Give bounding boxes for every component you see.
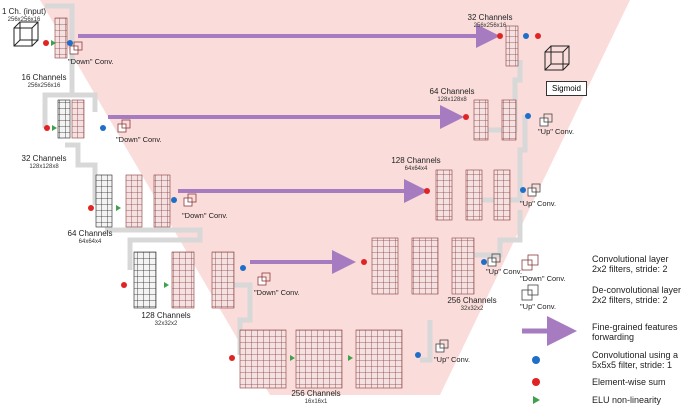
up-conv-icons	[435, 113, 553, 353]
green-triangle	[533, 396, 540, 404]
operation-markers	[43, 33, 541, 361]
legend-down-conv-label: "Down" Conv.	[520, 274, 566, 283]
feature-map	[505, 25, 519, 67]
encoder-level1-dim: 256x256x16	[27, 83, 61, 89]
decoder-level2-dim: 128x128x8	[437, 97, 467, 103]
encoder-level3-dim: 64x64x4	[78, 239, 102, 245]
up-conv-label-4: "Up" Conv.	[434, 355, 471, 364]
feature-map	[95, 174, 113, 228]
green-triangle	[164, 282, 169, 288]
blue-dot	[100, 125, 106, 131]
feature-map	[355, 329, 403, 389]
sigmoid-label: Sigmoid	[552, 84, 581, 93]
down-conv-label-4: "Down" Conv.	[254, 288, 300, 297]
blue-dot	[481, 259, 487, 265]
legend-up-conv-label: "Up" Conv.	[520, 302, 557, 311]
decoder-level1-dim: 256x256x16	[473, 23, 507, 29]
red-dot	[361, 259, 367, 265]
red-dot	[497, 33, 503, 39]
red-dot	[43, 40, 49, 46]
feature-map	[153, 174, 171, 228]
blue-dot	[240, 265, 246, 271]
green-triangle	[290, 355, 295, 361]
encoder-feature-maps	[54, 17, 403, 389]
blue-dot	[520, 187, 526, 193]
sigmoid-box: Sigmoid	[546, 81, 587, 96]
feature-map	[171, 251, 195, 309]
feature-map	[465, 169, 483, 221]
green-triangle	[52, 125, 57, 131]
blue-dot	[171, 197, 177, 203]
v-shape-background	[40, 0, 630, 395]
decoder-feature-maps	[371, 25, 519, 295]
legend-elu-text: ELU non-linearity	[592, 395, 662, 405]
blue-dot	[415, 352, 421, 358]
red-dot	[121, 282, 127, 288]
decoder-level2-channels: 64 Channels	[429, 87, 475, 96]
feature-map	[295, 329, 343, 389]
encoder-level2-channels: 32 Channels	[21, 154, 67, 163]
green-triangle	[116, 205, 121, 211]
red-dot	[88, 205, 94, 211]
feature-map	[493, 169, 511, 221]
blue-dot	[67, 40, 73, 46]
encoder-level2-dim: 128x128x8	[29, 164, 59, 170]
legend-icons	[521, 254, 577, 404]
encoder-level5-dim: 16x16x1	[304, 399, 328, 405]
encoder-level3-channels: 64 Channels	[67, 229, 113, 238]
feature-map	[125, 174, 143, 228]
encoder-level5-channels: 256 Channels	[291, 389, 341, 398]
feature-map	[371, 237, 399, 295]
feature-map	[473, 99, 489, 141]
red-dot	[463, 114, 469, 120]
output-volume	[544, 45, 570, 71]
red-dot	[532, 378, 540, 386]
feature-map	[451, 237, 475, 295]
decoder-level3-dim: 64x64x4	[404, 166, 428, 172]
red-dot	[535, 33, 541, 39]
skip-arrows	[78, 24, 500, 274]
down-conv-label-1: "Down" Conv.	[68, 57, 114, 66]
green-triangle	[348, 355, 353, 361]
blue-dot	[525, 113, 531, 119]
decoder-level1-channels: 32 Channels	[467, 13, 513, 22]
feature-map	[211, 251, 235, 309]
red-dot	[44, 125, 50, 131]
feature-map	[133, 251, 157, 309]
up-conv-label-1: "Up" Conv.	[538, 127, 575, 136]
up-conv-label-2: "Up" Conv.	[520, 199, 557, 208]
encoder-level4-channels: 128 Channels	[141, 311, 191, 320]
red-dot	[424, 188, 430, 194]
green-triangle	[51, 40, 56, 46]
feature-map	[57, 99, 71, 139]
blue-dot	[523, 33, 529, 39]
conv-icons	[69, 41, 271, 286]
feature-map	[239, 329, 287, 389]
up-conv-label-3: "Up" Conv.	[486, 267, 523, 276]
feature-map	[411, 237, 439, 295]
red-dot	[229, 355, 235, 361]
feature-map	[435, 169, 453, 221]
input-dim: 256x256x16	[7, 17, 41, 23]
legend-sum-text: Element-wise sum	[592, 377, 666, 387]
input-label: 1 Ch. (input)	[1, 7, 47, 16]
blue-dot	[532, 356, 540, 364]
decoder-level4-dim: 32x32x2	[460, 306, 484, 312]
input-volume	[13, 21, 39, 47]
decoder-level4-channels: 256 Channels	[447, 296, 497, 305]
encoder-level1-channels: 16 Channels	[21, 73, 67, 82]
decoder-level3-channels: 128 Channels	[391, 156, 441, 165]
down-conv-label-3: "Down" Conv.	[182, 211, 228, 220]
feature-map	[501, 99, 517, 141]
feature-map	[71, 99, 85, 139]
encoder-level4-dim: 32x32x2	[154, 321, 178, 327]
down-conv-label-2: "Down" Conv.	[116, 135, 162, 144]
feature-map	[54, 17, 68, 59]
